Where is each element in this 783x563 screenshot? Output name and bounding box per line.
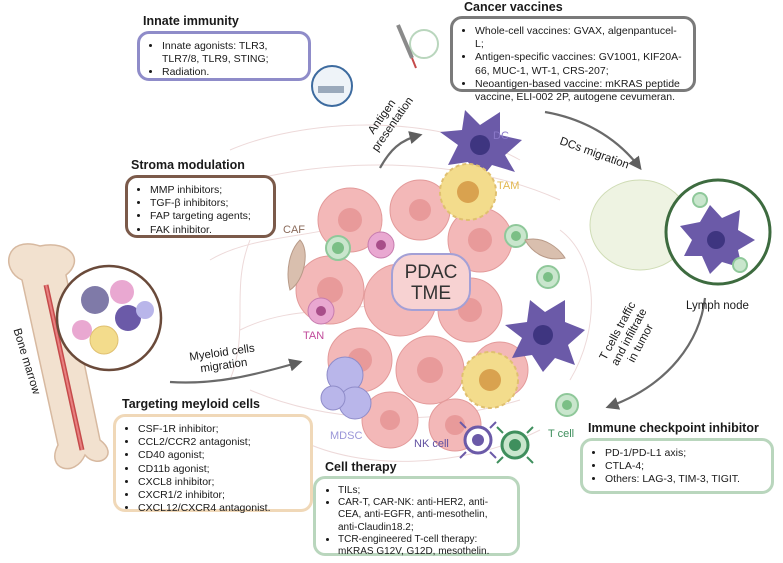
cell-therapy-box: TILs; CAR-T, CAR-NK: anti-HER2, anti-CEA… — [313, 476, 520, 558]
lymph-node — [589, 178, 772, 286]
list-item: CXCL8 inhibitor; — [138, 476, 302, 489]
list-item: Whole-cell vaccines: GVAX, algenpantucel… — [475, 25, 685, 51]
list-item: CTLA-4; — [605, 460, 763, 473]
t-cell-nuclei — [332, 231, 572, 410]
syringe-icon — [396, 24, 439, 69]
t-cell-tag: T cell — [548, 428, 575, 440]
dc-cell-top — [440, 110, 522, 180]
list-item: Radiation. — [162, 66, 300, 79]
targeting-myeloid-list: CSF-1R inhibitor; CCL2/CCR2 antagonist; … — [138, 423, 302, 515]
innate-immunity-title: Innate immunity — [143, 14, 239, 28]
pdac-tme-frame — [391, 253, 471, 311]
nk-cell — [459, 421, 497, 459]
nk-cell-tag: NK cell — [414, 438, 449, 450]
tam-tag: TAM — [497, 180, 520, 192]
mdsc-cells — [320, 356, 372, 420]
ct-scanner-icon — [311, 65, 353, 107]
stroma-modulation-list: MMP inhibitors; TGF-β inhibitors; FAP ta… — [150, 184, 265, 237]
innate-immunity-box: Innate agonists: TLR3, TLR7/8, TLR9, STI… — [137, 31, 311, 81]
caf-tag: CAF — [283, 224, 305, 236]
dc-cell-right — [505, 300, 585, 372]
caf-cell-2 — [524, 238, 566, 260]
list-item: TCR-engineered T-cell therapy: mKRAS G12… — [338, 534, 509, 558]
caf-cell — [287, 239, 306, 291]
cancer-vaccines-box: Whole-cell vaccines: GVAX, algenpantucel… — [450, 16, 696, 103]
list-item: CXCR1/2 inhibitor; — [138, 489, 302, 502]
cell-therapy-title: Cell therapy — [325, 460, 397, 474]
list-item: Others: LAG-3, TIM-3, TIGIT. — [605, 473, 763, 486]
list-item: TGF-β inhibitors; — [150, 197, 265, 210]
targeting-myeloid-box: CSF-1R inhibitor; CCL2/CCR2 antagonist; … — [113, 414, 313, 515]
marrow-zoom — [55, 264, 163, 372]
list-item: MMP inhibitors; — [150, 184, 265, 197]
tam-cell — [439, 163, 497, 221]
stroma-modulation-title: Stroma modulation — [131, 158, 245, 172]
list-item: FAP targeting agents; — [150, 210, 265, 223]
tam-cell-2 — [461, 351, 519, 409]
immune-checkpoint-list: PD-1/PD-L1 axis; CTLA-4; Others: LAG-3, … — [605, 447, 763, 487]
cell-therapy-list: TILs; CAR-T, CAR-NK: anti-HER2, anti-CEA… — [338, 485, 509, 558]
tan-tag: TAN — [303, 330, 325, 342]
dc-tag: DC — [493, 130, 509, 142]
lymph-node-label: Lymph node — [686, 300, 749, 312]
mdsc-tag: MDSC — [330, 430, 363, 442]
cancer-vaccines-title: Cancer vaccines — [464, 0, 563, 14]
targeting-myeloid-title: Targeting meyloid cells — [122, 397, 261, 411]
arrows — [169, 110, 707, 410]
cancer-vaccines-list: Whole-cell vaccines: GVAX, algenpantucel… — [475, 25, 685, 104]
bone — [8, 243, 109, 470]
list-item: Neoantigen-based vaccine: mKRAS peptide … — [475, 78, 685, 104]
list-item: CSF-1R inhibitor; — [138, 423, 302, 436]
innate-immunity-list: Innate agonists: TLR3, TLR7/8, TLR9, STI… — [162, 40, 300, 80]
immune-checkpoint-box: PD-1/PD-L1 axis; CTLA-4; Others: LAG-3, … — [580, 438, 774, 494]
pdac-tme-label: PDAC TME — [404, 262, 458, 304]
list-item: FAK inhibitor. — [150, 224, 265, 237]
list-item: TILs; — [338, 485, 509, 497]
list-item: CAR-T, CAR-NK: anti-HER2, anti-CEA, anti… — [338, 497, 509, 534]
list-item: Innate agonists: TLR3, TLR7/8, TLR9, STI… — [162, 40, 300, 66]
tan-cells — [307, 231, 395, 325]
stroma-modulation-box: MMP inhibitors; TGF-β inhibitors; FAP ta… — [125, 175, 276, 238]
list-item: CD40 agonist; — [138, 449, 302, 462]
list-item: CD11b agonist; — [138, 463, 302, 476]
list-item: CXCL12/CXCR4 antagonist. — [138, 502, 302, 515]
list-item: Antigen-specific vaccines: GV1001, KIF20… — [475, 51, 685, 77]
list-item: CCL2/CCR2 antagonist; — [138, 436, 302, 449]
immune-checkpoint-title: Immune checkpoint inhibitor — [588, 421, 759, 435]
car-t-cell — [496, 426, 534, 464]
list-item: PD-1/PD-L1 axis; — [605, 447, 763, 460]
